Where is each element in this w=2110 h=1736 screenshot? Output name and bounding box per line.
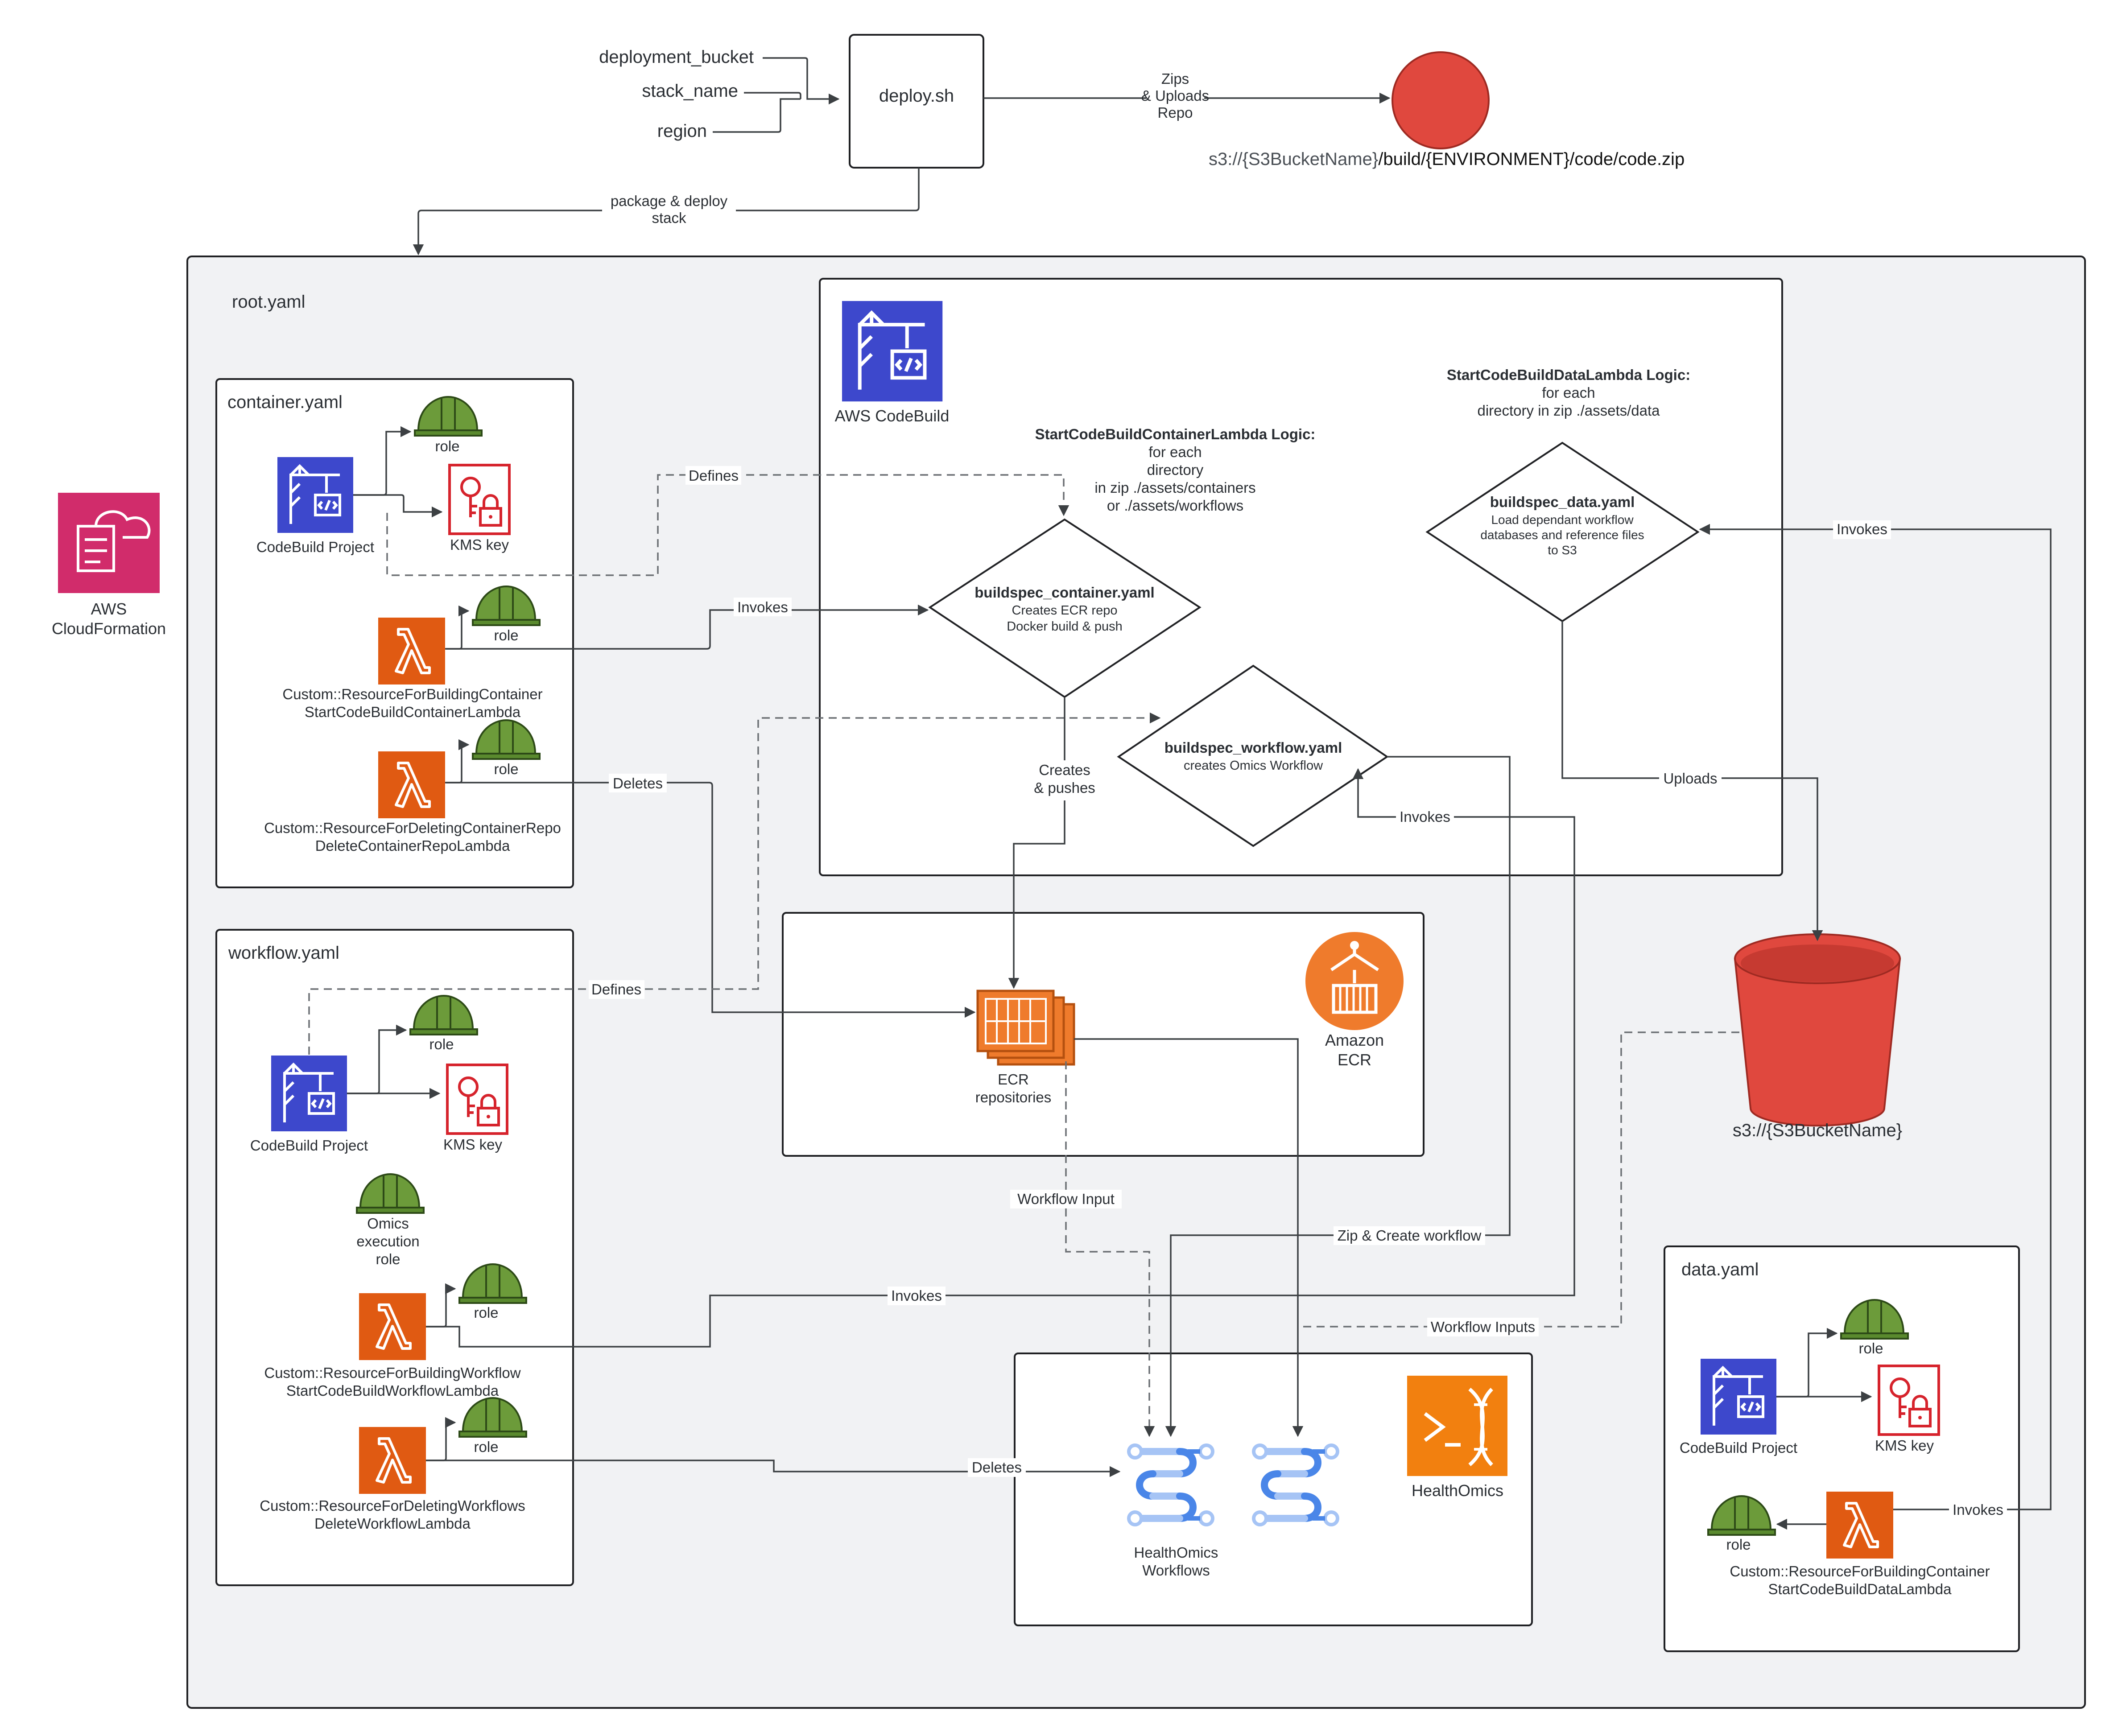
kms-key-icon [1879,1366,1939,1435]
lambda-icon [378,618,445,685]
edge-label-defines-container: Defines [689,467,739,484]
buildspec-container-title: buildspec_container.yaml [974,584,1154,601]
data-stack-title: data.yaml [1681,1260,1759,1279]
s3-object-icon [1392,51,1490,149]
s3-code-path: s3://{S3BucketName}/build/{ENVIRONMENT}/… [1209,149,1685,169]
edge-label-zip-create: Zip & Create workflow [1338,1227,1482,1244]
deploy-script-label: deploy.sh [879,86,954,106]
container-logic-title: StartCodeBuildContainerLambda Logic: [1035,426,1316,442]
workflow-delete-role-label: role [474,1439,498,1455]
codebuild-panel [819,278,1783,876]
ecr-panel [782,912,1425,1157]
workflow-role-label: role [429,1036,454,1052]
edge-label-workflow-input: Workflow Input [1017,1191,1115,1207]
edge-label-invokes-container: Invokes [737,599,788,615]
container-kms-label: KMS key [450,536,509,553]
buildspec-workflow-body: creates Omics Workflow [1184,759,1323,773]
codebuild-icon [277,457,353,533]
root-title: root.yaml [232,292,306,312]
container-lambda-role-label: role [494,627,518,643]
healthomics-icon [1407,1376,1507,1476]
container-stack-title: container.yaml [227,392,343,412]
workflow-stack-title: workflow.yaml [228,943,339,963]
container-codebuild-label: CodeBuild Project [256,539,374,555]
input-deployment-bucket: deployment_bucket [599,47,754,67]
ecr-icon [1305,932,1404,1030]
edge-label-defines-workflow: Defines [591,981,641,998]
edge-label-creates-pushes: Creates& pushes [1034,762,1095,796]
ecr-repositories-icon [976,990,1075,1066]
buildspec-workflow-node [1117,664,1389,847]
buildspec-workflow-title: buildspec_workflow.yaml [1164,739,1342,756]
buildspec-container-node [928,518,1202,698]
kms-key-icon [450,465,509,534]
lambda-icon [359,1293,426,1360]
kms-key-icon [447,1065,507,1134]
edge-label-deletes-workflow: Deletes [972,1459,1022,1476]
data-codebuild-label: CodeBuild Project [1680,1439,1797,1456]
edge-label-invokes-data-lower: Invokes [1953,1501,2003,1518]
edge-label-invokes-workflow: Invokes [1400,808,1450,825]
codebuild-service-label: AWS CodeBuild [835,407,950,425]
data-lambda-role-label: role [1726,1536,1751,1553]
cloudformation-icon [58,493,160,593]
codebuild-icon [271,1056,347,1131]
input-stack-name: stack_name [642,81,738,101]
lambda-icon [1826,1492,1893,1559]
s3-bucket-label: s3://{S3BucketName} [1733,1121,1902,1140]
data-kms-label: KMS key [1875,1437,1934,1454]
codebuild-icon [842,301,942,401]
s3-bucket-icon [1734,933,1901,1127]
codebuild-icon [1701,1359,1776,1435]
container-delete-role-label: role [494,761,518,777]
lambda-icon [359,1427,426,1494]
healthomics-panel [1014,1353,1533,1626]
healthomics-service-label: HealthOmics [1412,1481,1503,1500]
edge-label-deletes-container: Deletes [613,775,663,792]
edge-label-uploads: Uploads [1663,770,1717,787]
container-role-label: role [435,438,459,454]
workflow-kms-label: KMS key [443,1136,503,1153]
workflow-codebuild-label: CodeBuild Project [250,1137,368,1154]
edge-label-invokes-workflow-lower: Invokes [891,1287,942,1304]
workflow-lambda-role-label: role [474,1304,498,1321]
edge-labels: Defines Invokes Deletes Defines Creates&… [589,466,2007,1519]
edge-label-workflow-inputs: Workflow Inputs [1431,1319,1535,1335]
data-role-label: role [1858,1340,1883,1357]
input-region: region [657,121,707,141]
buildspec-data-title: buildspec_data.yaml [1490,494,1635,510]
edge-label-invokes-data: Invokes [1837,521,1887,537]
data-logic-title: StartCodeBuildDataLambda Logic: [1447,367,1690,383]
data-stack-panel [1664,1245,2020,1652]
lambda-icon [378,751,445,818]
deploy-inputs: deployment_bucket stack_name region [599,47,840,141]
container-delete-lambda-label: Custom::ResourceForDeletingContainerRepo… [264,820,561,854]
deploy-script-box [849,34,984,169]
